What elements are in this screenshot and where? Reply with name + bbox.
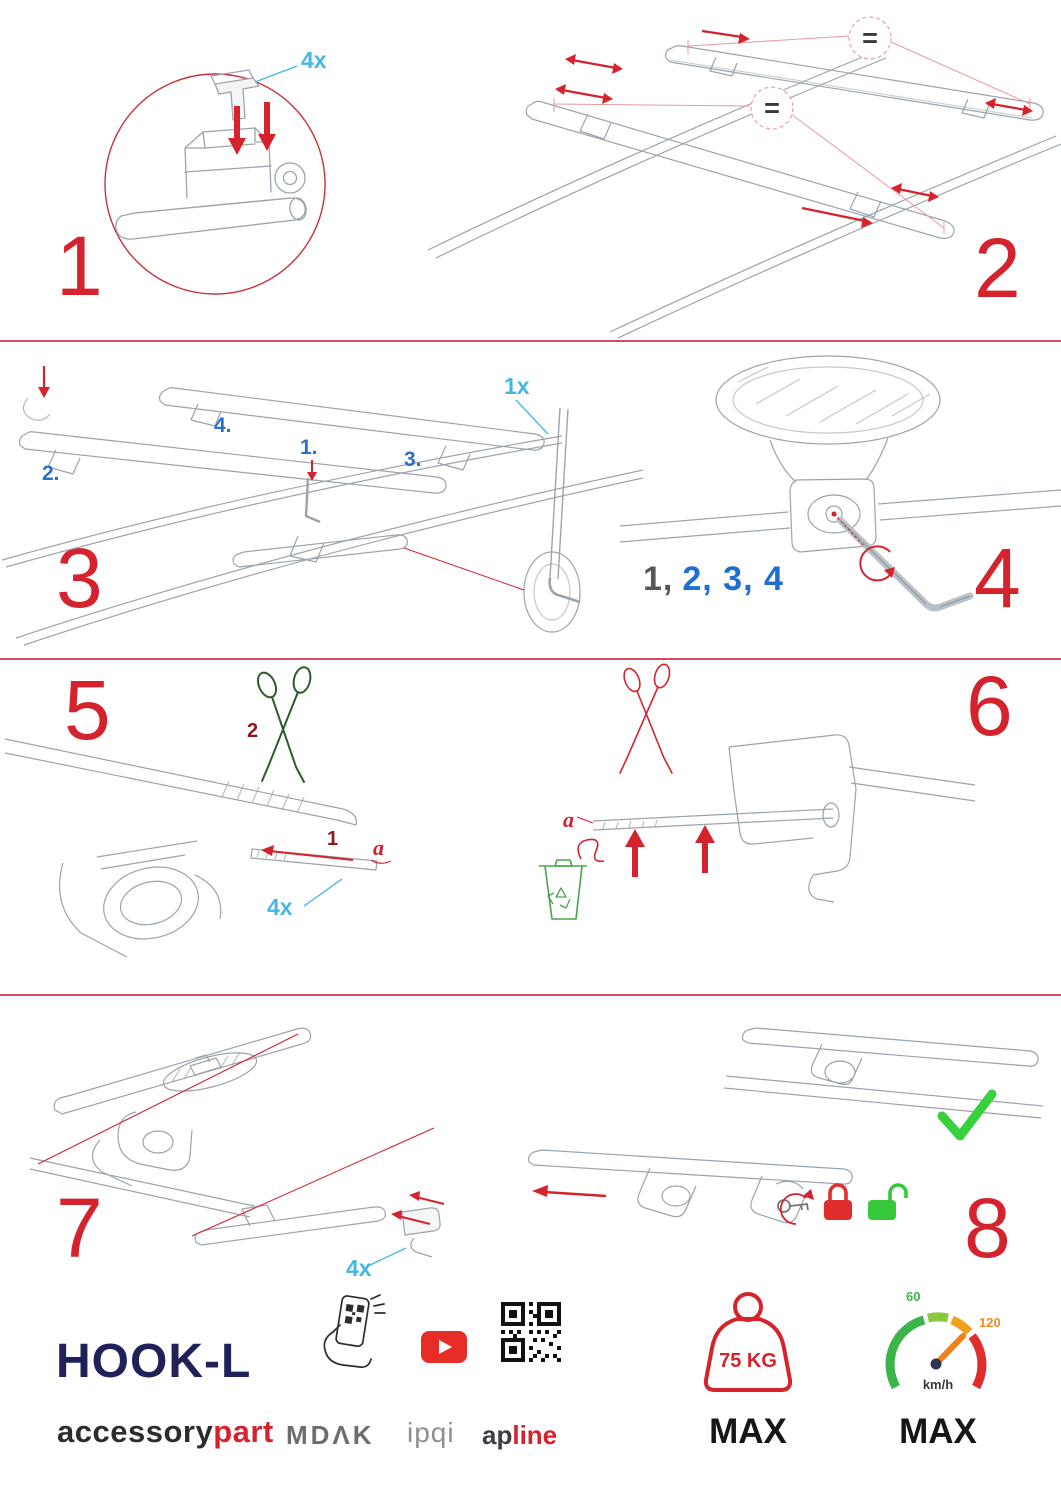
bar-clamp-drawing — [115, 69, 307, 240]
cut-strip-scrap — [577, 838, 605, 863]
logo-apline: apline — [482, 1420, 557, 1451]
scissors-icon — [619, 663, 673, 774]
insert-arrows — [625, 825, 715, 877]
trash-recycle-icon — [539, 859, 587, 920]
section-divider-2 — [0, 658, 1061, 660]
qty-pointer-line — [515, 399, 549, 435]
substep-4-label: 4. — [214, 414, 232, 437]
substep-2-label: 2. — [42, 462, 60, 485]
section-divider-3 — [0, 994, 1061, 996]
qty-label: 4x — [346, 1255, 372, 1281]
brand-logo: accessorypart — [57, 1414, 274, 1450]
sequence-first: 1, — [643, 560, 674, 598]
phone-scan-icon — [323, 1294, 386, 1368]
step-3-illustration: 4. 1. 3. 2. 1x — [1, 366, 644, 646]
step-8-illustration — [527, 1027, 1044, 1225]
checkmark-icon — [937, 1089, 997, 1141]
rotate-arrow — [859, 545, 893, 582]
weight-value: 75 KG — [719, 1350, 777, 1372]
bars-rails-drawing — [427, 45, 1061, 339]
step-2-illustration: = = — [427, 16, 1061, 339]
svg-text:=: = — [764, 93, 780, 123]
substep-3-label: 3. — [404, 448, 422, 471]
weight-icon: 75 KG — [703, 1292, 793, 1392]
step-3-number: 3 — [56, 531, 103, 625]
qty-label: 4x — [267, 894, 293, 920]
equal-badge-1: = — [848, 16, 892, 60]
logo-ap: ap — [482, 1420, 513, 1450]
lock-open-icon — [868, 1183, 908, 1220]
red-marks — [38, 366, 525, 591]
step-5-number: 5 — [64, 663, 111, 757]
qty-pointer-line — [367, 1247, 407, 1267]
rail-strip-drawing — [4, 738, 378, 958]
allen-key — [836, 516, 974, 612]
sequence-rest: 2, 3, 4 — [682, 560, 784, 598]
qr-code-icon — [501, 1302, 561, 1362]
step-6-number: 6 — [966, 659, 1013, 753]
speed-max-label: MAX — [899, 1412, 977, 1451]
substep-1-label: 1. — [300, 436, 318, 459]
step-4-illustration — [619, 355, 1061, 612]
step-2-number: 2 — [974, 221, 1021, 315]
insert-arrows — [228, 102, 276, 155]
step-7-illustration: 4x — [29, 1027, 445, 1281]
locking-drawing — [527, 1027, 1044, 1224]
phone-qr-screen — [344, 1303, 365, 1324]
zoom-detail-circle — [104, 73, 326, 295]
speed-low-label: 60 — [906, 1289, 920, 1304]
qty-pointer-line — [303, 878, 343, 907]
qty-label: 4x — [301, 47, 327, 73]
step-6-illustration: a — [539, 663, 976, 920]
measure-arrows — [555, 29, 1033, 228]
qty-pointer-line — [254, 65, 298, 83]
speedometer-icon: 60 120 km/h — [885, 1289, 1001, 1392]
step-1-number: 1 — [56, 219, 103, 313]
step-1-illustration: 4x — [104, 47, 327, 295]
logo-ipqi: ipqi — [407, 1417, 455, 1448]
insert-arrows — [391, 1191, 445, 1225]
rotate-arrow — [779, 1193, 807, 1225]
step-7-number: 7 — [56, 1181, 103, 1275]
dimension-a-label: a — [563, 807, 574, 832]
bars-rails-drawing — [1, 387, 644, 646]
pull-arrow — [261, 845, 354, 861]
speed-unit-label: km/h — [923, 1377, 953, 1392]
step-5-illustration: 2 1 a 4x — [4, 666, 392, 958]
brand-part: part — [213, 1414, 274, 1449]
logo-mdak: MDΛK — [286, 1420, 375, 1450]
speed-high-label: 120 — [979, 1315, 1001, 1330]
speedometer-arc — [885, 1312, 987, 1390]
tighten-sequence: 1,2, 3, 4 — [643, 560, 784, 599]
youtube-icon — [421, 1331, 467, 1363]
alignment-lines — [37, 1033, 435, 1237]
qty-label: 1x — [504, 373, 530, 399]
step-8-number: 8 — [964, 1181, 1011, 1275]
svg-text:=: = — [862, 23, 878, 53]
clamp-strip-drawing — [592, 734, 976, 903]
lock-closed-icon — [824, 1183, 852, 1220]
clamp-tighten-drawing — [619, 355, 1061, 553]
cut-step-label: 2 — [247, 720, 258, 742]
weight-max-label: MAX — [709, 1412, 787, 1451]
strip-step-label: 1 — [327, 828, 338, 850]
step-4-number: 4 — [974, 531, 1021, 625]
slide-arrow — [532, 1185, 607, 1198]
product-name: HOOK-L — [56, 1335, 252, 1388]
section-divider-1 — [0, 340, 1061, 342]
measure-guides — [553, 35, 1031, 234]
equal-badge-2: = — [750, 86, 794, 130]
brand-accessory: accessory — [57, 1414, 214, 1449]
scissors-icon — [256, 666, 312, 783]
dimension-a-label: a — [373, 835, 384, 860]
logo-line: line — [512, 1420, 558, 1450]
bar-endcap-drawing — [29, 1027, 441, 1258]
speedometer-needle — [933, 1333, 966, 1367]
